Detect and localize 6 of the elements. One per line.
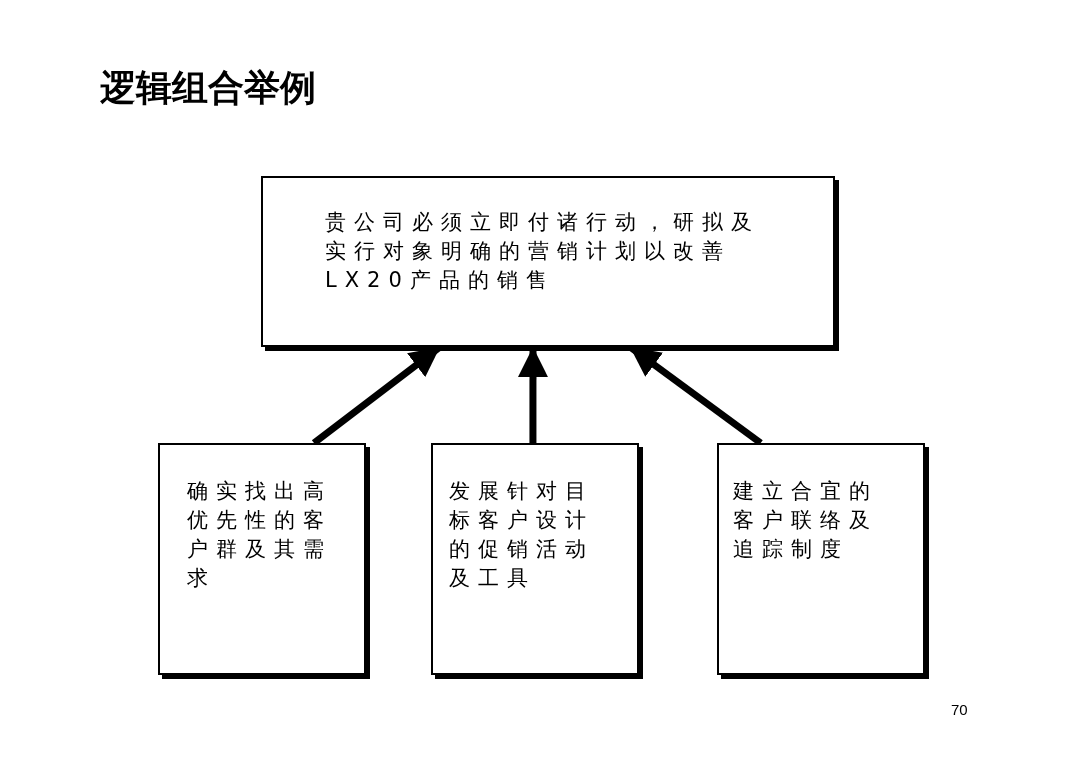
title: 逻辑组合举例 [100,66,316,110]
page-number: 70 [951,701,968,718]
box-text: 贵公司必须立即付诸行动，研拟及实行对象明确的营销计划以改善LX20产品的销售 [325,209,761,294]
box-text: 发展针对目标客户设计的促销活动及工具 [449,478,595,592]
box-text: 确实找出高优先性的客户群及其需求 [187,478,333,592]
box-text: 建立合宜的客户联络及追踪制度 [733,478,879,563]
